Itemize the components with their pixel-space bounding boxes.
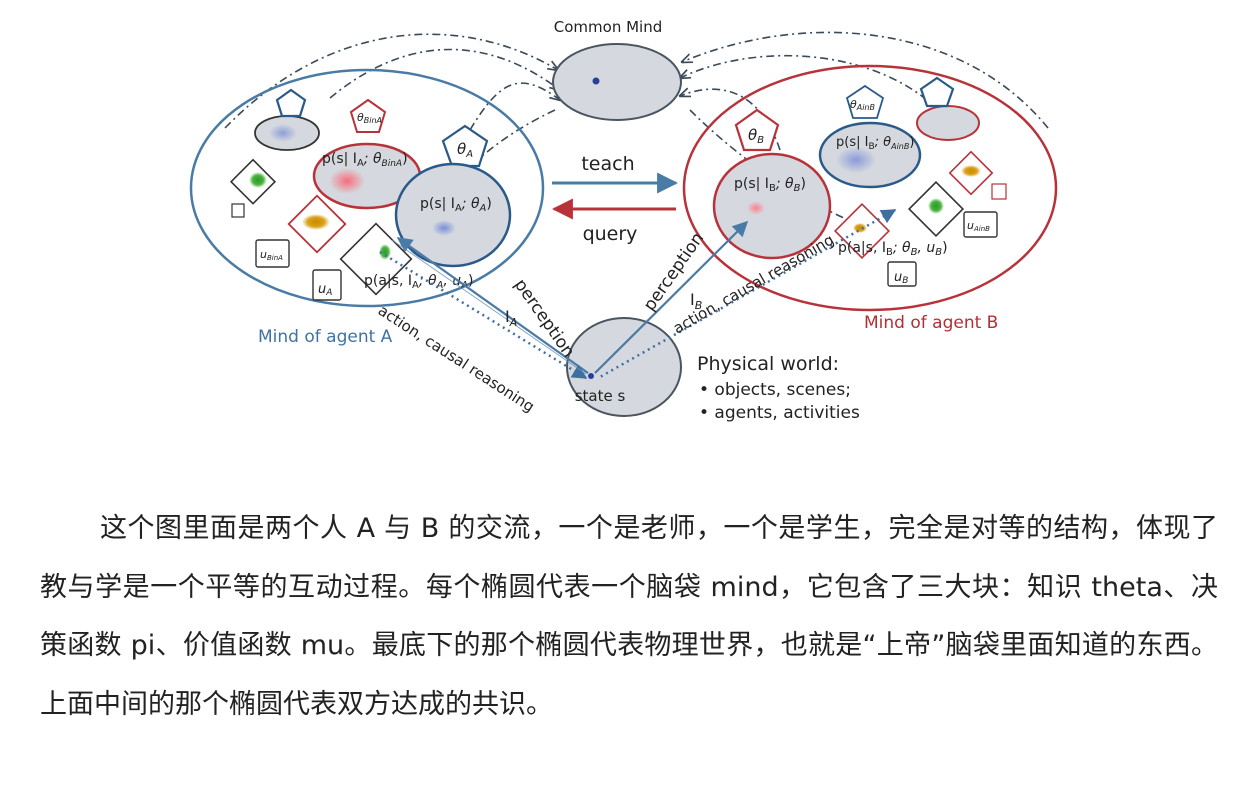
pentagon-icon (919, 76, 955, 108)
svg-text:p(s| IB; θB): p(s| IB; θB) (734, 176, 806, 194)
teach-label: teach (581, 153, 634, 175)
svg-text:uAinB: uAinB (967, 219, 990, 233)
svg-text:uA: uA (318, 282, 332, 298)
perception-arrow-a (396, 237, 589, 374)
svg-text:θB: θB (748, 126, 764, 146)
physical-world-ellipse (566, 317, 682, 417)
article-paragraph: 这个图里面是两个人 A 与 B 的交流，一个是老师，一个是学生，完全是对等的结构… (40, 513, 1218, 720)
pentagon-icon (349, 98, 387, 133)
svg-text:p(a|s, IB; θB, uB): p(a|s, IB; θB, uB) (838, 240, 948, 258)
agent-b-contents: θAinB θB p(s| IB; θAinB) p(s| IB; θB) uA… (712, 76, 1007, 287)
svg-text:p(a|s, IA; θA, uA): p(a|s, IA; θA, uA) (364, 273, 473, 291)
agent-a-contents: θBinA p(s| IA; θBinA) θA p(s| IA; θA) uB… (229, 88, 512, 301)
common-mind-ellipse (552, 43, 682, 121)
pentagon-icon (734, 108, 780, 152)
svg-text:uBinA: uBinA (260, 248, 283, 262)
svg-text:p(s| IA; θBinA): p(s| IA; θBinA) (322, 151, 408, 169)
I-B-label: IB (690, 290, 702, 312)
mind-b-ellipse (682, 64, 1058, 312)
common-mind-dot (592, 77, 600, 85)
physical-world-item: • agents, activities (699, 403, 860, 423)
theory-of-mind-diagram: Common Mind θBinA p(s| IA; θBinA) θA p(s… (189, 18, 1058, 423)
state-label: state s (575, 387, 626, 405)
svg-text:θBinA: θBinA (357, 111, 382, 125)
physical-world-item: • objects, scenes; (699, 380, 851, 400)
pentagon-icon (275, 88, 307, 118)
physical-world-title: Physical world: (697, 353, 839, 375)
svg-text:θAinB: θAinB (850, 98, 875, 112)
action-arrow-a (379, 250, 588, 380)
perception-arrow-b (594, 220, 749, 374)
common-mind-label: Common Mind (554, 18, 662, 36)
perception-label-a: perception (510, 275, 579, 361)
belief-a-ellipse (394, 162, 512, 268)
svg-text:p(s| IB; θAinB): p(s| IB; θAinB) (836, 135, 914, 152)
I-A-label: IA (505, 307, 517, 329)
svg-text:p(s| IA; θA): p(s| IA; θA) (420, 196, 492, 214)
pentagon-icon (845, 84, 885, 119)
svg-text:θA: θA (457, 140, 473, 160)
query-label: query (583, 223, 638, 245)
mind-a-ellipse (189, 68, 545, 308)
svg-text:uB: uB (894, 270, 908, 286)
action-arrow-b (599, 208, 897, 379)
mind-b-label: Mind of agent B (864, 313, 998, 333)
mind-a-label: Mind of agent A (258, 327, 393, 347)
